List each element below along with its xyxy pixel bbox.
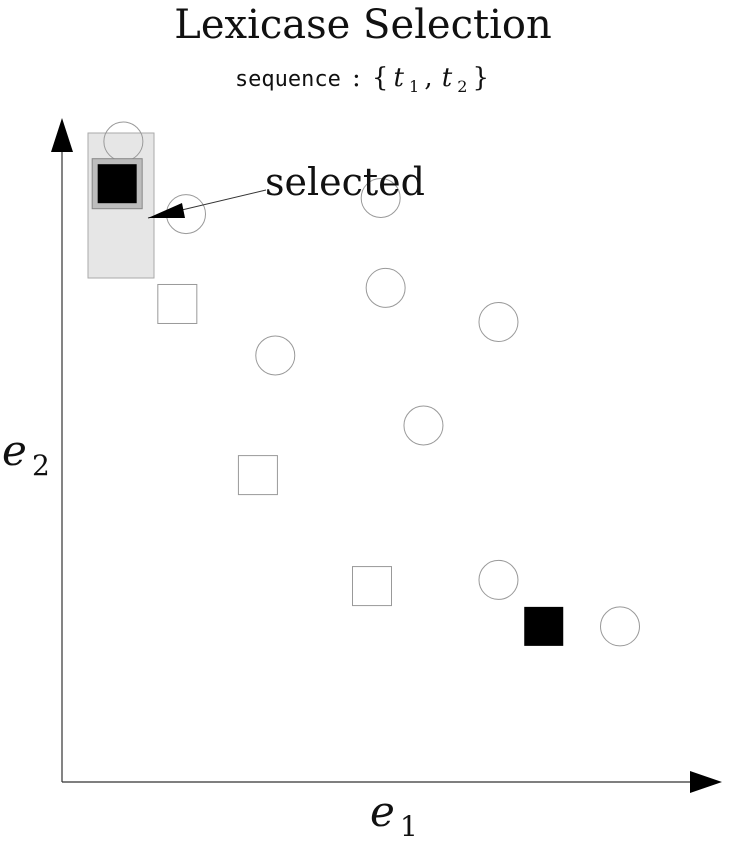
diagram-subtitle: sequence : { t 1 , t 2 } xyxy=(235,63,489,96)
subtitle-t1-sub: 1 xyxy=(409,77,419,96)
subtitle-t2: t xyxy=(442,63,453,93)
square-point xyxy=(237,455,278,496)
selected-point xyxy=(97,164,137,204)
selected-annotation-label: selected xyxy=(265,160,425,204)
x-axis-label: e 1 xyxy=(370,787,418,843)
filled-square-point xyxy=(524,606,564,646)
subtitle-prefix: sequence xyxy=(235,67,341,92)
circle-point xyxy=(478,301,519,342)
circle-point xyxy=(403,405,444,446)
x-axis-arrowhead xyxy=(690,771,722,793)
selected-annotation-arrowhead xyxy=(148,203,185,218)
subtitle-close-brace: } xyxy=(473,63,490,93)
circle-point xyxy=(478,559,519,600)
y-axis-arrowhead xyxy=(51,118,73,152)
circle-point xyxy=(600,606,640,647)
circle-point xyxy=(365,267,406,308)
subtitle-t2-sub: 2 xyxy=(457,77,467,96)
diagram-title: Lexicase Selection xyxy=(174,2,551,48)
square-point xyxy=(157,283,198,324)
subtitle-t1: t xyxy=(394,63,405,93)
y-axis-label: e 2 xyxy=(2,426,50,482)
subtitle-open-brace: { xyxy=(372,63,389,93)
square-point xyxy=(352,566,392,607)
subtitle-comma: , xyxy=(424,63,432,93)
circle-point xyxy=(255,335,296,376)
circle-point xyxy=(360,177,401,218)
subtitle-separator: : xyxy=(352,63,361,93)
scatter-marks xyxy=(91,121,640,647)
